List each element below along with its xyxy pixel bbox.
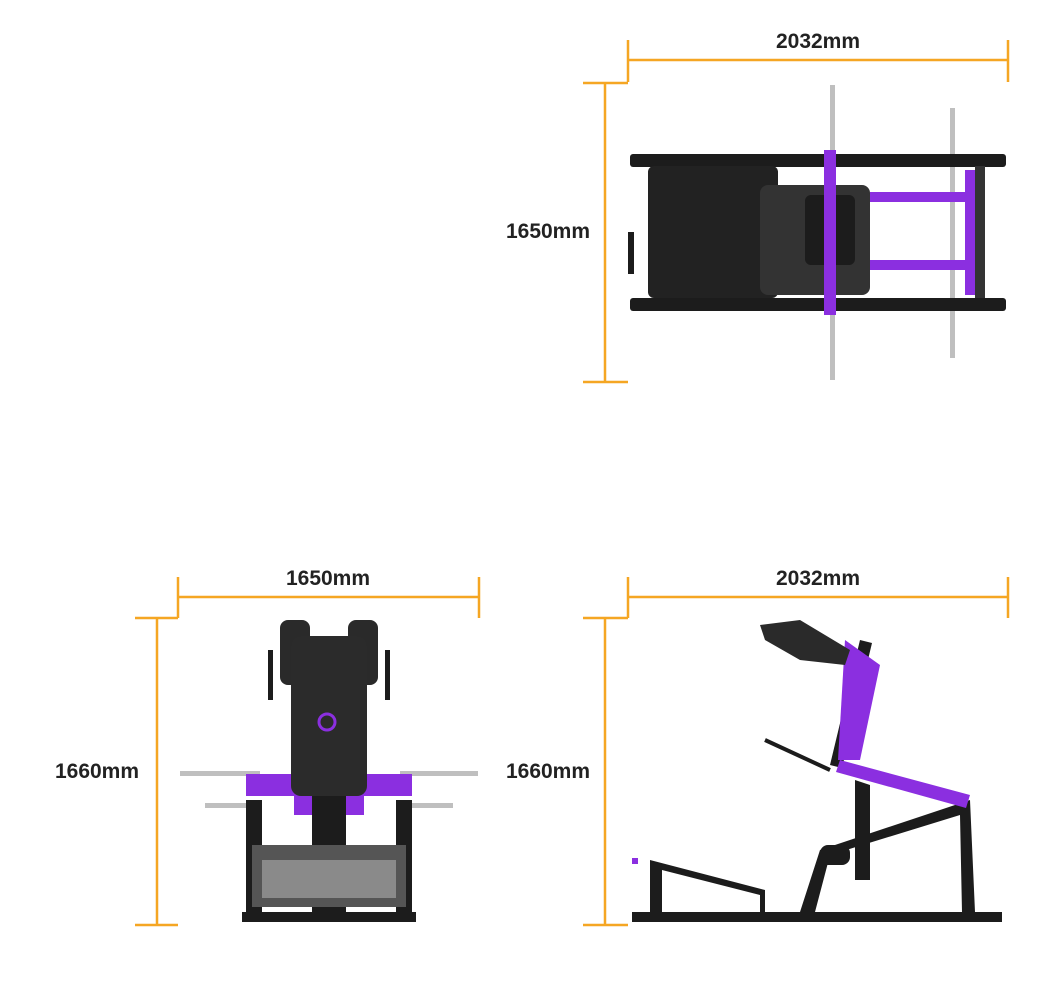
top-width-label: 2032mm <box>776 30 860 53</box>
side-length-dimension <box>626 577 1010 618</box>
front-width-dimension <box>176 577 481 618</box>
machine-top-view <box>628 85 1006 380</box>
side-height-dimension <box>583 616 628 927</box>
side-view: 2032mm 1660mm <box>506 567 1010 927</box>
side-height-label: 1660mm <box>506 760 590 783</box>
top-view: 2032mm 1650mm <box>506 30 1010 384</box>
machine-front-view <box>180 620 478 922</box>
top-depth-label: 1650mm <box>506 220 590 243</box>
front-view: 1650mm 1660mm <box>55 567 481 927</box>
machine-side-view <box>632 620 1002 922</box>
side-length-label: 2032mm <box>776 567 860 590</box>
front-height-dimension <box>135 616 178 927</box>
front-width-label: 1650mm <box>286 567 370 590</box>
top-depth-dimension <box>583 81 628 384</box>
front-height-label: 1660mm <box>55 760 139 783</box>
top-width-dimension <box>626 40 1010 82</box>
brand-logo-icon <box>317 712 337 732</box>
